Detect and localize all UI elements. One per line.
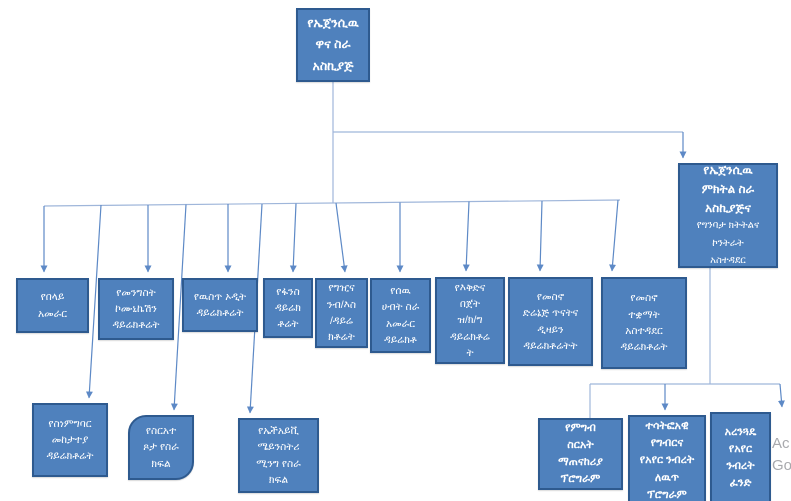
org-node-label: የዉስጥ ኦዲት ዳይሬክቶሬት bbox=[193, 290, 247, 319]
connector-arrow-m5 bbox=[335, 202, 348, 273]
org-node-label: የመንግስት ኮሙኒኬሽን ዳይሬክቶሬት bbox=[112, 286, 160, 332]
watermark-line-2: Go bbox=[772, 457, 791, 474]
org-node-internal-audit[interactable]: የዉስጥ ኦዲት ዳይሬክቶሬት bbox=[182, 278, 258, 332]
org-node-food-system-program[interactable]: የምግብ ስርአት ማጠናከሪያ ፕሮግራም bbox=[538, 418, 623, 490]
org-node-human-resources[interactable]: የሰዉ ሀብት ስራ አመራር ዳይሬክቶ bbox=[370, 278, 431, 353]
org-node-label: የስርአተ ጾታ የስራ ክፍል bbox=[143, 425, 179, 470]
org-node-participatory-agriculture-climate-program[interactable]: ተሳትፎአዊ የግብርና የአየር ንብረት ለዉጥ ፕሮግራም bbox=[628, 415, 706, 501]
org-node-title: የኤጀንሲዉ ምክትል ስራ አስኪያጅና bbox=[701, 163, 755, 215]
org-node-label: አረንጓዴ የአየር ንብረት ፈንድ bbox=[724, 425, 757, 490]
org-node-green-climate-fund[interactable]: አረንጓዴ የአየር ንብረት ፈንድ bbox=[710, 412, 771, 501]
org-node-label: ተሳትፎአዊ የግብርና የአየር ንብረት ለዉጥ ፕሮግራም bbox=[639, 420, 695, 501]
org-node-finance[interactable]: የፋንስ ዳይሬክ ቶሬት bbox=[263, 278, 313, 338]
org-node-plan-budget[interactable]: የእቅድና በጀት ዝ/ክ/ግ ዳይሬክቶሬ ት bbox=[435, 277, 505, 364]
org-node-label: የመስኖ ድሬኔጅ ጥናትና ዲዛይን ዳይሬክቶሬትት bbox=[522, 290, 579, 352]
org-node-label: የእቅድና በጀት ዝ/ክ/ግ ዳይሬክቶሬ ት bbox=[450, 281, 490, 359]
org-node-label: የስነምግባር መከታተያ ዳይሬክቶሬት bbox=[46, 417, 94, 463]
connector-arrow-b1 bbox=[85, 204, 102, 399]
org-node-general-manager[interactable]: የኤጀንሲዉ ዋና ስራ አስኪያጅ bbox=[296, 8, 370, 82]
connector-arrow-m9 bbox=[609, 199, 619, 272]
org-node-top-management[interactable]: የበላይ አመራር bbox=[16, 278, 89, 333]
org-node-label: የሰዉ ሀብት ስራ አመራር ዳይሬክቶ bbox=[381, 284, 420, 346]
connector-arrow-m4 bbox=[289, 203, 297, 273]
activate-windows-watermark: Ac Go bbox=[772, 433, 791, 477]
connector-arrow-m8 bbox=[536, 200, 544, 272]
org-node-irrigation-institutions-admin[interactable]: የመስኖ ተቋማት አስተዳደር ዳይሬክቶሬት bbox=[601, 277, 687, 369]
org-node-hiv-mainstreaming-unit[interactable]: የኤችአይቪ ሜይንስትሪ ሚንግ የስራ ክፍል bbox=[238, 418, 319, 493]
org-node-label: የኤጀንሲዉ ዋና ስራ አስኪያጅ bbox=[307, 16, 359, 73]
watermark-line-1: Ac bbox=[772, 435, 790, 452]
org-node-government-communication[interactable]: የመንግስት ኮሙኒኬሽን ዳይሬክቶሬት bbox=[98, 278, 174, 340]
org-node-label: የምግብ ስርአት ማጠናከሪያ ፕሮግራም bbox=[558, 421, 603, 486]
org-node-irrigation-drainage-design[interactable]: የመስኖ ድሬኔጅ ጥናትና ዲዛይን ዳይሬክቶሬትት bbox=[508, 277, 593, 366]
org-node-label: የግዢና ንብ/እስ /ዳይሬ ክቶሬት bbox=[326, 282, 357, 344]
connector-arrow-m7 bbox=[462, 201, 470, 272]
connector-arrow-r3 bbox=[777, 383, 785, 408]
org-node-gender-unit[interactable]: የስርአተ ጾታ የስራ ክፍል bbox=[128, 415, 194, 480]
org-node-ethics-monitoring[interactable]: የስነምግባር መከታተያ ዳይሬክቶሬት bbox=[32, 403, 108, 477]
org-node-label: የኤችአይቪ ሜይንስትሪ ሚንግ የስራ ክፍል bbox=[256, 424, 301, 486]
connector-distribution-bus bbox=[43, 199, 621, 207]
org-node-deputy-manager[interactable]: የኤጀንሲዉ ምክትል ስራ አስኪያጅና የግንባታ ክትትልና ኮንትራት … bbox=[678, 163, 778, 268]
org-node-label: የመስኖ ተቋማት አስተዳደር ዳይሬክቶሬት bbox=[620, 292, 668, 354]
org-node-subtitle: የግንባታ ክትትልና ኮንትራት አስተዳደር bbox=[696, 220, 760, 267]
org-node-label: የበላይ አመራር bbox=[37, 291, 67, 320]
org-node-label: የፋንስ ዳይሬክ ቶሬት bbox=[275, 285, 301, 331]
connector-arrow-b2 bbox=[170, 204, 187, 411]
org-node-procurement-property[interactable]: የግዢና ንብ/እስ /ዳይሬ ክቶሬት bbox=[315, 278, 368, 348]
